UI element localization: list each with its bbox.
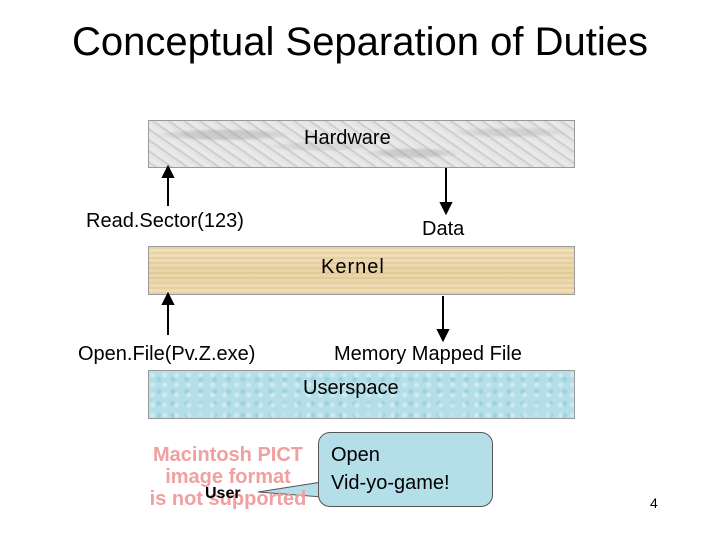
memory-mapped-file-label: Memory Mapped File bbox=[334, 343, 522, 365]
hardware-layer-label: Hardware bbox=[304, 127, 391, 149]
pict-line-2: image format bbox=[165, 466, 291, 488]
arrow-read-sector-up bbox=[161, 164, 175, 206]
arrow-open-file-up bbox=[161, 291, 175, 335]
user-label: User bbox=[205, 485, 241, 502]
userspace-layer-label: Userspace bbox=[303, 377, 399, 399]
pict-line-3: is not supported bbox=[149, 488, 307, 510]
read-sector-label: Read.Sector(123) bbox=[86, 210, 244, 232]
userspace-layer bbox=[148, 370, 575, 419]
data-label: Data bbox=[422, 218, 465, 240]
slide-title: Conceptual Separation of Duties bbox=[72, 20, 648, 64]
callout-line-2: Vid-yo-game! bbox=[331, 472, 450, 494]
page-number: 4 bbox=[650, 495, 658, 511]
speech-callout: Open Vid-yo-game! bbox=[318, 432, 493, 507]
kernel-layer-label: Kernel bbox=[321, 256, 385, 278]
open-file-label: Open.File(Pv.Z.exe) bbox=[78, 343, 256, 365]
arrow-memory-mapped-down bbox=[436, 296, 450, 343]
arrow-data-down bbox=[439, 168, 453, 216]
pict-line-1: Macintosh PICT bbox=[152, 444, 303, 466]
hardware-layer bbox=[148, 120, 575, 168]
callout-line-1: Open bbox=[331, 444, 380, 466]
kernel-layer bbox=[148, 246, 575, 295]
unsupported-image-placeholder: Macintosh PICT image format is not suppo… bbox=[148, 444, 308, 510]
